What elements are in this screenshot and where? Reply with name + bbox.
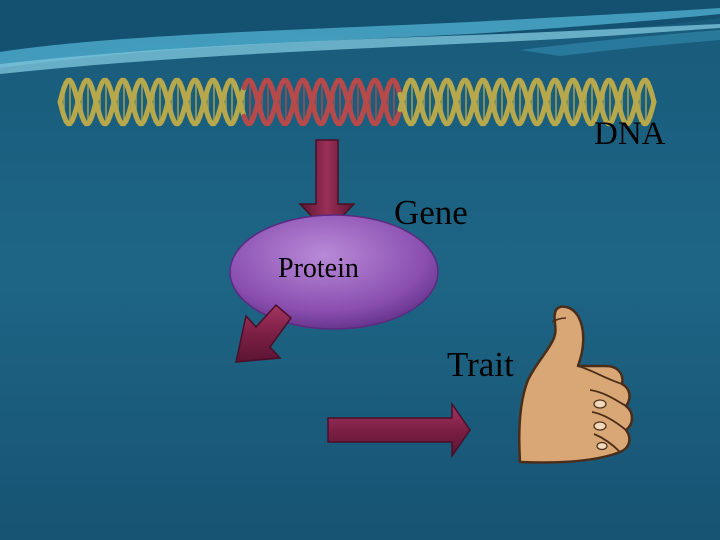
dna-label: DNA	[594, 116, 666, 152]
gene-label: Gene	[394, 193, 468, 232]
protein-label: Protein	[278, 253, 359, 284]
protein-blob	[229, 214, 439, 330]
arrow-protein-down-left	[235, 303, 293, 363]
thumbs-up-hand-icon	[518, 305, 634, 464]
trait-label: Trait	[447, 345, 514, 384]
header-swoosh	[0, 0, 720, 74]
arrow-to-trait	[327, 401, 471, 459]
dna-double-helix-icon	[57, 77, 657, 127]
